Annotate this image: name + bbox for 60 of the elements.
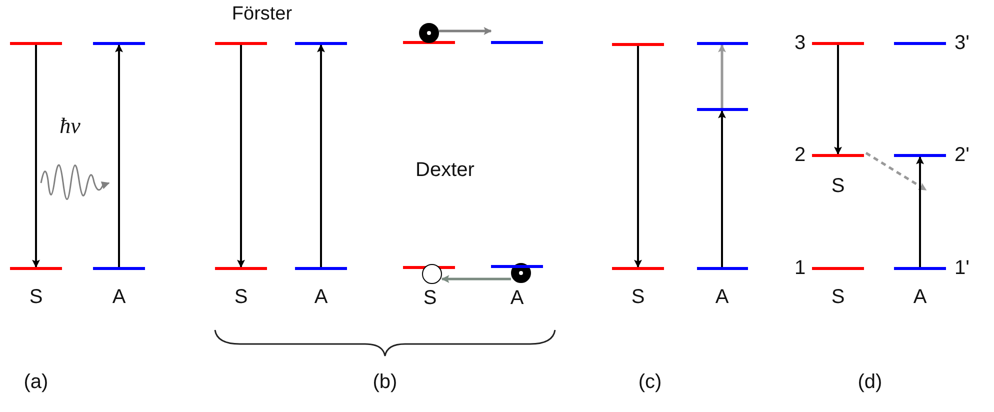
energy-level	[697, 108, 748, 111]
arrow	[834, 45, 842, 155]
electron	[419, 23, 439, 43]
label-text: S	[234, 287, 248, 307]
energy-level	[894, 42, 946, 45]
label-text: 3	[794, 33, 806, 53]
energy-level	[295, 42, 347, 45]
energy-level	[10, 42, 62, 45]
energy-level	[697, 42, 748, 45]
energy-level	[403, 41, 455, 44]
energy-level	[93, 267, 145, 270]
arrow	[32, 45, 40, 268]
energy-level	[215, 267, 267, 270]
label-text: A	[314, 287, 328, 307]
energy-level	[295, 267, 347, 270]
energy-level	[894, 267, 946, 270]
dashed-arrow	[865, 152, 927, 192]
arrow	[317, 44, 325, 267]
label-text: ħν	[60, 115, 80, 137]
arrow	[718, 44, 726, 108]
energy-level	[612, 267, 664, 270]
label-text: S	[831, 287, 845, 307]
energy-level	[215, 42, 267, 45]
arrow	[718, 110, 726, 267]
energy-level	[612, 43, 664, 46]
label-text: 2	[794, 145, 806, 165]
label-text: A	[112, 287, 126, 307]
label-text: 1'	[954, 258, 970, 278]
energy-level	[491, 41, 543, 44]
arrow	[439, 27, 492, 35]
energy-level	[894, 154, 946, 157]
label-text: 3'	[954, 33, 970, 53]
energy-level	[491, 265, 543, 268]
label-text: S	[631, 287, 645, 307]
label-text: 1	[794, 258, 806, 278]
energy-level	[812, 267, 864, 270]
arrow	[115, 44, 123, 267]
label-text: Förster	[232, 4, 292, 24]
arrow	[237, 45, 245, 268]
energy-level	[812, 154, 864, 157]
label-text: (b)	[372, 372, 398, 392]
label-text: (c)	[638, 372, 662, 392]
label-text: S	[29, 287, 43, 307]
label-text: A	[913, 287, 927, 307]
label-text: 2'	[954, 145, 970, 165]
label-text: A	[715, 287, 729, 307]
label-text: S	[831, 176, 845, 196]
label-text: S	[423, 288, 437, 308]
label-text: (a)	[24, 372, 48, 392]
energy-level	[93, 42, 145, 45]
energy-level	[10, 267, 62, 270]
arrow	[916, 156, 924, 267]
label-text: A	[510, 288, 524, 308]
label-text: (d)	[858, 372, 882, 392]
arrow	[634, 46, 642, 268]
label-text: Dexter	[416, 160, 474, 180]
energy-level	[697, 267, 748, 270]
hole	[422, 264, 442, 284]
arrow	[441, 275, 511, 283]
energy-level	[812, 42, 864, 45]
